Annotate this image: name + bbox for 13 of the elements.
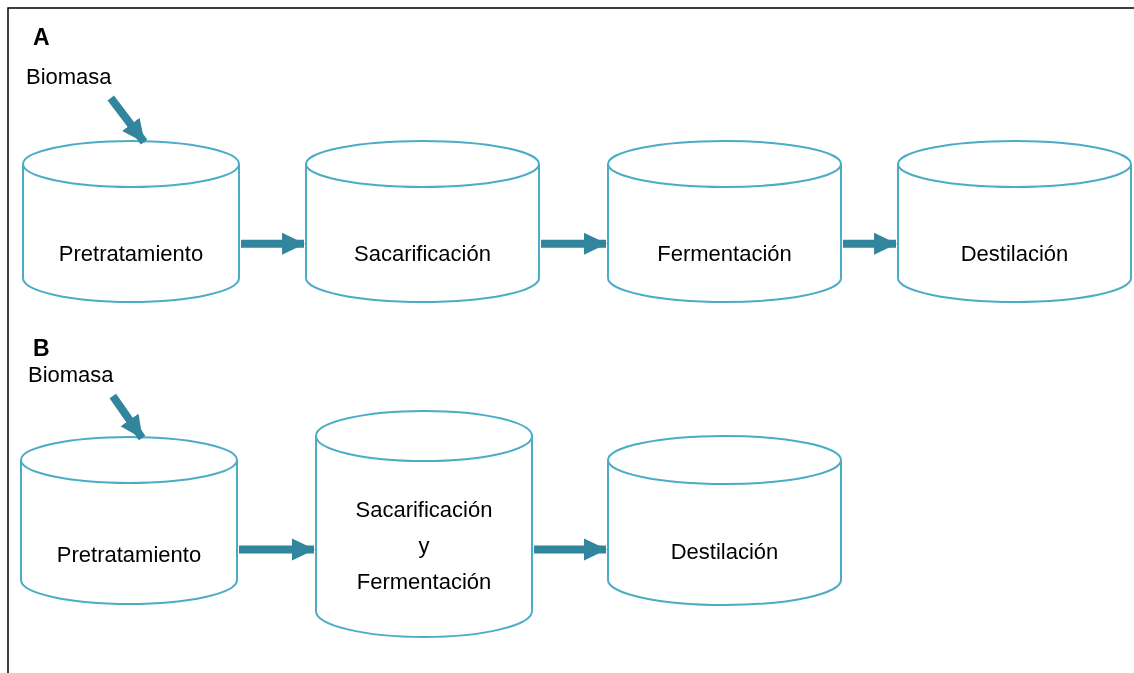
input-label: Biomasa — [26, 64, 112, 89]
panel-letter: A — [33, 24, 50, 51]
input-label: Biomasa — [28, 362, 114, 387]
tank-label: Sacarificación y Fermentación — [354, 496, 494, 596]
flow-arrow — [107, 95, 148, 145]
tank-label: Pretratamiento — [55, 541, 203, 569]
tank-label: Fermentación — [656, 240, 793, 268]
flow-arrow — [109, 393, 146, 441]
tank-label: Sacarificación — [353, 240, 492, 268]
tank-label: Destilación — [959, 240, 1070, 268]
tank-label: Destilación — [669, 538, 780, 566]
tank-label: Pretratamiento — [57, 240, 205, 268]
panel-letter: B — [33, 335, 50, 362]
